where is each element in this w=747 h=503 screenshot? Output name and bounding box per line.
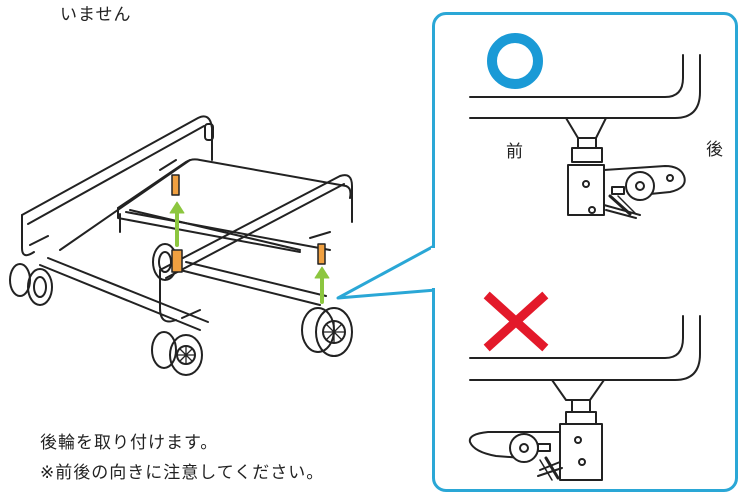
top-text-fragment: いません [60, 5, 132, 25]
rear-label: 後 [706, 140, 723, 160]
instruction-line-1: 後輪を取り付けます。 [40, 433, 219, 453]
front-label: 前 [506, 142, 523, 162]
instruction-line-2: ※前後の向きに注意してください。 [40, 463, 325, 483]
callout-seam [431, 248, 439, 288]
